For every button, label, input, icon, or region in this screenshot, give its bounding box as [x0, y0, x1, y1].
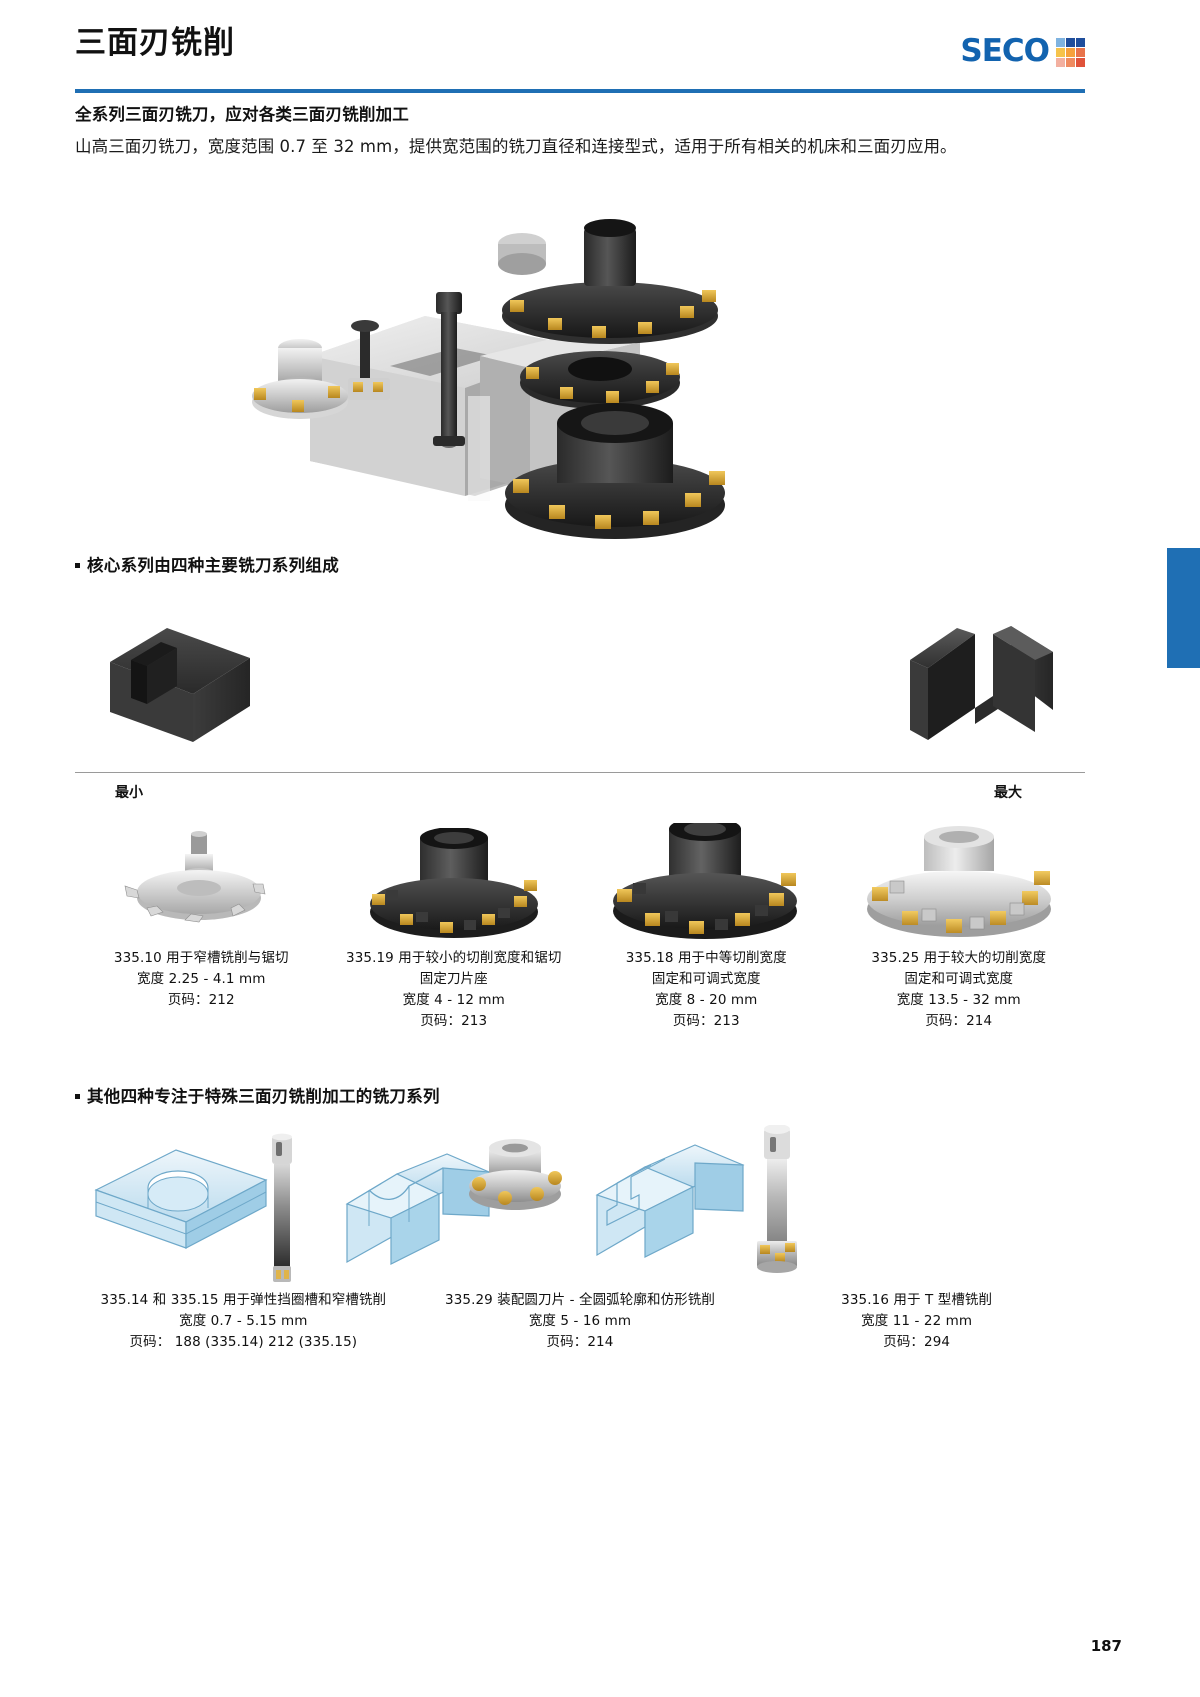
intro-lead: 全系列三面刃铣刀，应对各类三面刃铣削加工 [75, 105, 409, 124]
shank-cutter-vertical [433, 292, 465, 448]
header-rule [75, 89, 1085, 93]
caption-line: 页码： 188 (335.14) 212 (335.15) [129, 1333, 358, 1350]
caption-line: 宽度 5 - 16 mm [528, 1312, 632, 1329]
caption-line: 宽度 11 - 22 mm [861, 1312, 973, 1329]
bullet-icon [75, 562, 80, 568]
logo-mark-tile [1066, 48, 1075, 57]
logo-mark-tile [1076, 58, 1085, 67]
product-card-335-16 [580, 1125, 833, 1300]
caption-line: 宽度 13.5 - 32 mm [896, 991, 1021, 1008]
seco-logo: SECO [960, 36, 1085, 67]
core-product-row [75, 808, 1085, 968]
intro-block: 全系列三面刃铣刀，应对各类三面刃铣削加工 山高三面刃铣刀，宽度范围 0.7 至 … [75, 102, 1085, 159]
caption-335-16: 335.16 用于 T 型槽铣削 宽度 11 - 22 mm 页码：294 [748, 1290, 1085, 1353]
caption-line: 页码：294 [883, 1333, 951, 1350]
caption-335-10: 335.10 用于窄槽铣削与锯切 宽度 2.25 - 4.1 mm 页码：212 [75, 948, 328, 1032]
caption-335-18: 335.18 用于中等切削宽度 固定和可调式宽度 宽度 8 - 20 mm 页码… [580, 948, 833, 1032]
product-image-335-29 [339, 1125, 569, 1290]
detached-ring [498, 233, 546, 275]
product-image-335-16 [591, 1125, 821, 1290]
caption-line: 宽度 2.25 - 4.1 mm [137, 970, 266, 987]
seco-wordmark: SECO [960, 33, 1050, 69]
caption-title: 335.14 和 335.15 用于弹性挡圈槽和窄槽铣削 [100, 1292, 387, 1308]
max-slot-shape [905, 620, 1055, 750]
product-image-335-14-15 [86, 1125, 316, 1290]
section-side-tab [1167, 548, 1200, 668]
caption-line: 固定和可调式宽度 [904, 970, 1014, 987]
logo-mark-tile [1066, 38, 1075, 47]
product-card-335-14-15 [75, 1125, 328, 1300]
min-label: 最小 [115, 785, 143, 801]
product-card-335-25 [833, 808, 1086, 968]
section-heading-core-label: 核心系列由四种主要铣刀系列组成 [87, 556, 339, 575]
workpiece-and-cutters-diagram [252, 219, 725, 539]
caption-line: 宽度 4 - 12 mm [402, 991, 505, 1008]
caption-line: 宽度 0.7 - 5.15 mm [179, 1312, 308, 1329]
product-card-335-10 [75, 808, 328, 968]
caption-line: 宽度 8 - 20 mm [655, 991, 758, 1008]
cutter-saw-top-right [498, 219, 718, 344]
caption-title: 335.19 用于较小的切削宽度和锯切 [346, 950, 562, 966]
product-card-335-29 [328, 1125, 581, 1300]
min-slot-shape [105, 620, 255, 750]
bullet-icon [75, 1093, 80, 1099]
cutter-middle-right [520, 351, 680, 409]
caption-title: 335.25 用于较大的切削宽度 [871, 950, 1047, 966]
logo-mark-tile [1066, 58, 1075, 67]
product-card-335-18 [580, 808, 833, 968]
product-card-empty-slot [833, 1125, 1086, 1300]
logo-mark-tile [1076, 48, 1085, 57]
section-heading-extra-label: 其他四种专注于特殊三面刃铣削加工的铣刀系列 [87, 1087, 440, 1106]
section-heading-extra: 其他四种专注于特殊三面刃铣削加工的铣刀系列 [75, 1083, 440, 1107]
logo-mark-tile [1076, 38, 1085, 47]
seco-logo-mark [1056, 38, 1085, 67]
max-label: 最大 [994, 785, 1022, 801]
extra-product-row [75, 1125, 1085, 1300]
caption-title: 335.10 用于窄槽铣削与锯切 [113, 950, 289, 966]
logo-mark-tile [1056, 38, 1065, 47]
product-image-335-19 [364, 808, 544, 958]
caption-line: 页码：213 [672, 1012, 740, 1029]
caption-line: 页码：212 [167, 991, 235, 1008]
product-image-335-25 [864, 808, 1054, 958]
width-range-band [75, 600, 1085, 750]
page-title: 三面刃铣削 [75, 25, 235, 61]
logo-mark-tile [1056, 58, 1065, 67]
caption-line: 页码：213 [420, 1012, 488, 1029]
extra-captions-row: 335.14 和 335.15 用于弹性挡圈槽和窄槽铣削 宽度 0.7 - 5.… [75, 1290, 1085, 1353]
logo-mark-tile [1056, 48, 1065, 57]
caption-line: 页码：214 [546, 1333, 614, 1350]
hero-illustration [240, 196, 800, 546]
caption-line: 页码：214 [925, 1012, 993, 1029]
cutter-bottom-right-large [505, 403, 725, 539]
core-captions-row: 335.10 用于窄槽铣削与锯切 宽度 2.25 - 4.1 mm 页码：212… [75, 948, 1085, 1032]
caption-335-29: 335.29 装配圆刀片 - 全圆弧轮廓和仿形铣削 宽度 5 - 16 mm 页… [412, 1290, 749, 1353]
caption-335-19: 335.19 用于较小的切削宽度和锯切 固定刀片座 宽度 4 - 12 mm 页… [328, 948, 581, 1032]
page-header: 三面刃铣削 SECO [75, 28, 1085, 90]
caption-title: 335.16 用于 T 型槽铣削 [841, 1292, 993, 1308]
product-card-335-19 [328, 808, 581, 968]
section-heading-core: 核心系列由四种主要铣刀系列组成 [75, 552, 339, 576]
caption-title: 335.29 装配圆刀片 - 全圆弧轮廓和仿形铣削 [445, 1292, 715, 1308]
caption-title: 335.18 用于中等切削宽度 [625, 950, 787, 966]
product-image-335-10 [121, 808, 281, 958]
caption-line: 固定刀片座 [419, 970, 488, 987]
caption-line: 固定和可调式宽度 [651, 970, 761, 987]
range-divider [75, 772, 1085, 773]
caption-335-14-15: 335.14 和 335.15 用于弹性挡圈槽和窄槽铣削 宽度 0.7 - 5.… [75, 1290, 412, 1353]
product-image-335-18 [611, 808, 801, 958]
intro-body: 山高三面刃铣刀，宽度范围 0.7 至 32 mm，提供宽范围的铣刀直径和连接型式… [75, 136, 957, 156]
cutter-shank-silver-left [252, 339, 348, 419]
side-cutter-left-arm [348, 320, 390, 400]
page-number: 187 [1090, 1637, 1122, 1655]
caption-335-25: 335.25 用于较大的切削宽度 固定和可调式宽度 宽度 13.5 - 32 m… [833, 948, 1086, 1032]
